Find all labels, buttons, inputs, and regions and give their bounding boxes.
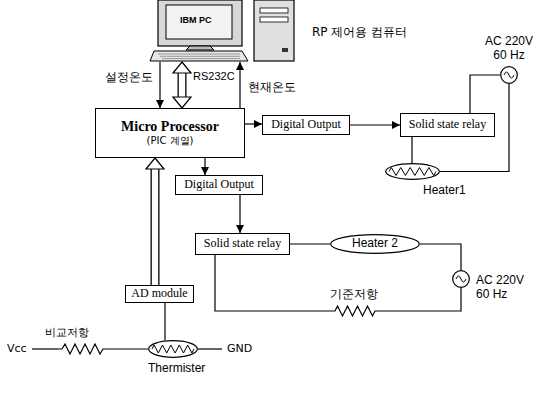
signal-wire — [380, 288, 461, 311]
computer-drawing — [150, 0, 300, 62]
signal-wire — [350, 125, 400, 126]
computer-figure: IBM PCRP 제어용 컴퓨터 — [150, 0, 300, 62]
thermistor-outline — [148, 340, 198, 358]
process-box: Micro Processor(PIC 계열) — [95, 108, 245, 158]
box-subtitle: (PIC 계열) — [147, 135, 194, 147]
heater-label: Heater1 — [423, 184, 466, 198]
resistor-zigzag — [330, 305, 380, 317]
box-title: Micro Processor — [121, 119, 219, 135]
source-label: AC 220V 60 Hz — [476, 274, 534, 302]
box-title: Solid state relay — [204, 237, 281, 251]
box-title: Digital Output — [271, 118, 341, 132]
ac-source-symbol — [452, 270, 470, 288]
heater-outline — [385, 163, 440, 180]
bus-arrow — [146, 158, 164, 285]
source-label: AC 220V 60 Hz — [480, 35, 538, 63]
thermistor-symbol: Thermister — [148, 340, 198, 358]
resistor-symbol — [58, 344, 107, 354]
process-box: AD module — [125, 285, 194, 303]
process-box: Digital Output — [262, 115, 350, 135]
edge-label: 현재온도 — [247, 80, 297, 94]
terminal-label: GND — [226, 342, 253, 355]
signal-wire — [160, 62, 161, 108]
resistor-symbol: 기준저항 — [330, 305, 380, 317]
heater-element: Heater 2 — [330, 234, 420, 254]
process-box: Digital Output — [175, 175, 263, 195]
computer-caption: RP 제어용 컴퓨터 — [312, 26, 407, 40]
signal-wire — [240, 62, 241, 108]
wire — [107, 348, 148, 349]
terminal-label: 비교저항 — [44, 326, 90, 339]
ac-source-symbol — [500, 66, 518, 84]
ac-source: AC 220V 60 Hz — [500, 66, 518, 84]
heater-element: Heater1 — [385, 163, 440, 180]
signal-wire — [290, 244, 330, 245]
resistor-label: 기준저항 — [330, 288, 378, 302]
box-title: AD module — [131, 287, 187, 301]
terminal-label: Vcc — [6, 342, 28, 355]
screen-label: IBM PC — [180, 15, 212, 25]
signal-wire — [205, 158, 206, 175]
vcc-wire — [32, 348, 58, 349]
signal-wire — [412, 137, 413, 163]
signal-wire — [215, 255, 330, 311]
edge-label: RS232C — [192, 70, 236, 83]
edge-label: 설정온도 — [104, 70, 154, 84]
box-title: Solid state relay — [409, 118, 486, 132]
bus-arrow — [173, 62, 191, 108]
process-box: Solid state relay — [400, 113, 495, 137]
thermistor-label: Thermister — [148, 362, 205, 376]
signal-wire — [420, 244, 461, 270]
signal-wire — [245, 124, 262, 125]
signal-wire — [470, 75, 500, 113]
heater-label: Heater 2 — [352, 237, 398, 251]
box-title: Digital Output — [184, 178, 254, 192]
signal-wire — [165, 303, 166, 340]
ac-source: AC 220V 60 Hz — [452, 270, 470, 288]
gnd-wire — [198, 348, 222, 349]
signal-wire — [240, 195, 241, 233]
process-box: Solid state relay — [195, 233, 290, 255]
